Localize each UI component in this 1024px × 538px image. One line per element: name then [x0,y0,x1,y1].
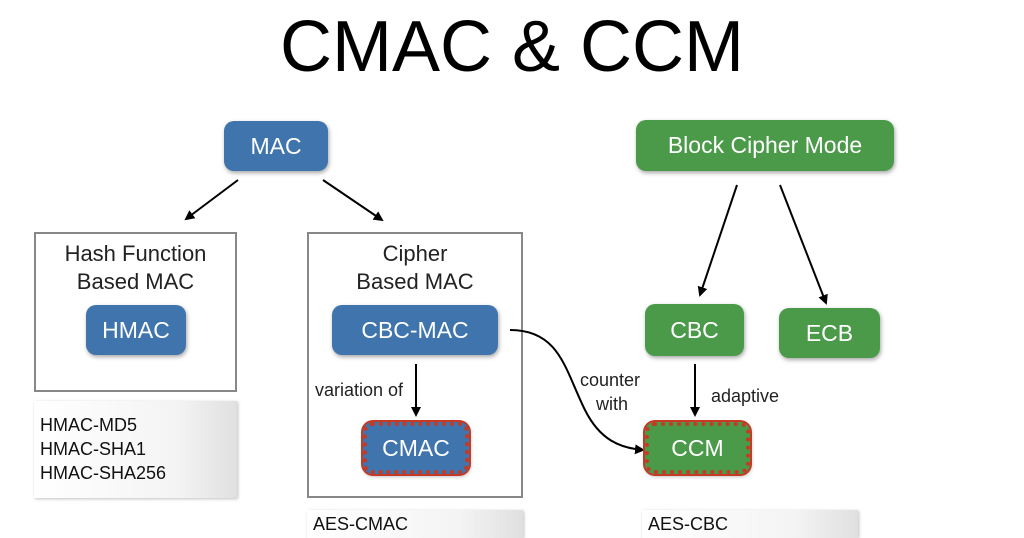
arrow-mode-to-cbc [697,184,738,297]
arrow-cbcmac-to-ccm [509,329,645,455]
block-cipher-mode-node: Block Cipher Mode [636,120,894,171]
list-item: AES-CMAC [313,514,409,534]
cmac-example-box: AES-CMAC [307,510,523,538]
hash-based-mac-group: Hash Function Based MAC [34,232,237,392]
arrow-mac-to-hash [184,179,239,221]
page-title: CMAC & CCM [280,7,744,87]
mac-node: MAC [224,121,328,171]
cmac-node: CMAC [363,422,469,474]
hmac-node: HMAC [86,305,186,355]
cipher-based-mac-group: Cipher Based MAC [307,232,523,498]
ccm-example-box: AES-CBC [642,510,858,538]
counter-label: counter [580,370,641,390]
ecb-node: ECB [779,308,880,358]
cbc-mac-node: CBC-MAC [332,305,498,355]
hash-group-label-line2: Based MAC [76,269,195,294]
with-label: with [596,394,629,414]
hmac-examples-box: HMAC-MD5 HMAC-SHA1 HMAC-SHA256 [34,401,237,498]
list-item: HMAC-SHA256 [40,463,167,483]
arrow-mac-to-cipher [322,179,384,222]
arrow-mode-to-ecb [779,184,828,305]
list-item: HMAC-SHA1 [40,439,147,459]
list-item: AES-CBC [648,514,729,534]
adaptive-label: adaptive [711,386,780,406]
cipher-group-label-line1: Cipher [382,241,448,266]
cipher-group-label-line2: Based MAC [356,269,474,294]
list-item: HMAC-MD5 [40,415,137,435]
cbc-node: CBC [645,304,744,356]
hash-group-label-line1: Hash Function [64,241,207,266]
ccm-node: CCM [645,422,750,474]
variation-of-label: variation of [315,380,404,400]
